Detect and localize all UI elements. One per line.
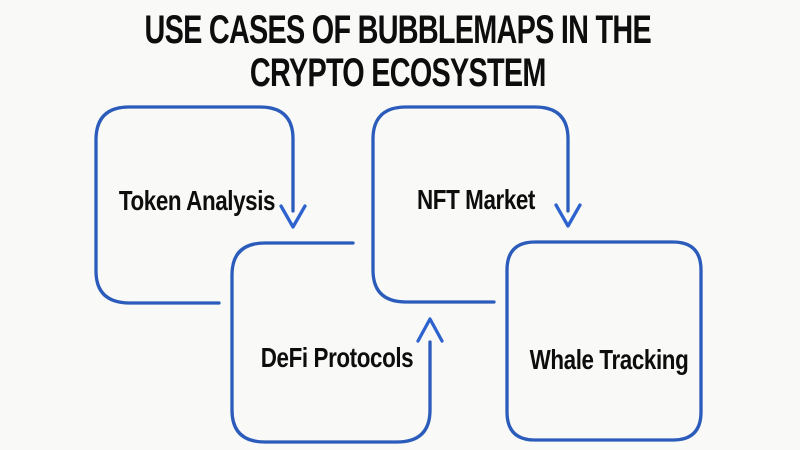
node-label-defi-protocols: DeFi Protocols [260,342,414,373]
defi-protocols-box-outline [230,241,432,444]
node-label-whale-tracking: Whale Tracking [529,344,689,375]
token-analysis-box-outline [94,105,295,305]
whale-tracking-box-outline [505,240,703,442]
node-label-nft-market: NFT Market [417,184,535,215]
nft-market-box-outline [371,105,570,304]
nft-to-whale-arrowhead-icon [554,203,582,228]
page-title-line-2: CRYPTO ECOSYSTEM [249,51,546,95]
page-title-line-1: USE CASES OF BUBBLEMAPS IN THE [144,8,652,52]
page-title: USE CASES OF BUBBLEMAPS IN THE CRYPTO EC… [110,9,686,95]
defi-to-nft-arrowhead-icon [416,317,444,343]
node-label-token-analysis: Token Analysis [118,185,276,216]
token-to-defi-arrowhead-icon [279,204,307,229]
